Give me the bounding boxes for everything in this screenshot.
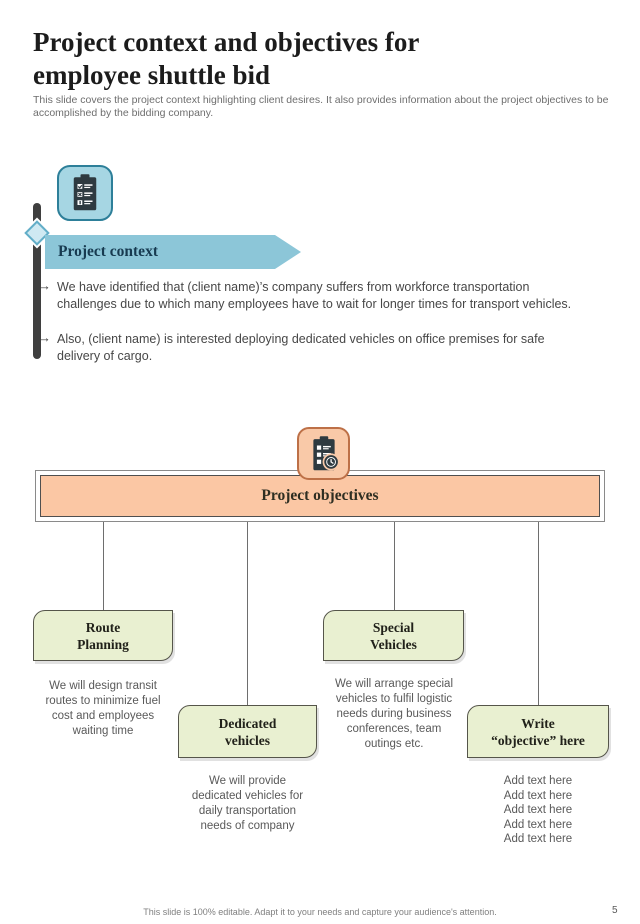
page-title: Project context and objectives for emplo… xyxy=(33,26,573,92)
objective-box-route-planning: Route Planning xyxy=(33,610,173,661)
add-text-placeholder: Add text here xyxy=(503,789,573,802)
objective-desc-dedicated-vehicles: We will provide dedicated vehicles for d… xyxy=(191,775,304,832)
page-number: 5 xyxy=(612,905,618,916)
objective-label-line: Special xyxy=(372,619,415,635)
add-text-placeholder: Add text here xyxy=(503,833,573,846)
arrow-bullet-icon: → xyxy=(38,278,51,293)
objective-desc-special-vehicles: We will arrange special vehicles to fulf… xyxy=(334,678,454,750)
arrow-bullet-icon: → xyxy=(38,330,51,345)
context-bullet-1-text: We have identified that (client name)’s … xyxy=(57,280,572,311)
timeline-bar xyxy=(33,203,41,359)
connector-line-write-objective xyxy=(538,522,539,705)
objective-label-line: Vehicles xyxy=(370,636,417,652)
add-text-placeholder: Add text here xyxy=(503,818,573,831)
context-bullet-2: → Also, (client name) is interested depl… xyxy=(38,330,588,364)
clipboard-clock-icon xyxy=(297,427,350,480)
connector-line-dedicated-vehicles xyxy=(247,522,248,705)
page-subtitle: This slide covers the project context hi… xyxy=(33,94,609,119)
connector-line-special-vehicles xyxy=(394,522,395,610)
add-text-placeholder: Add text here xyxy=(503,804,573,817)
objective-box-special-vehicles: Special Vehicles xyxy=(323,610,464,661)
objective-label-line: Dedicated xyxy=(218,715,277,731)
project-context-banner-label: Project context xyxy=(58,243,158,260)
context-bullet-2-text: Also, (client name) is interested deploy… xyxy=(57,332,545,363)
objective-box-dedicated-vehicles: Dedicated vehicles xyxy=(178,705,317,758)
context-bullet-list: → We have identified that (client name)’… xyxy=(38,278,588,383)
objective-label-line: Write xyxy=(521,715,555,731)
page-title-line-1: Project context and objectives for xyxy=(33,27,420,57)
clipboard-clock-glyph xyxy=(312,435,340,470)
checklist-clipboard-glyph xyxy=(73,174,97,211)
project-objectives-banner: Project objectives xyxy=(40,475,600,517)
checklist-clipboard-icon xyxy=(57,165,113,221)
page-title-line-2: employee shuttle bid xyxy=(33,60,271,90)
footer-note: This slide is 100% editable. Adapt it to… xyxy=(143,907,497,917)
objective-label-line: Route xyxy=(85,619,121,635)
add-text-placeholder: Add text here xyxy=(503,775,573,787)
objective-desc-route-planning: We will design transit routes to minimiz… xyxy=(45,680,161,737)
connector-line-route-planning xyxy=(103,522,104,610)
objective-desc-write-objective: Add text here Add text here Add text her… xyxy=(478,774,598,847)
objective-label-line: Planning xyxy=(77,636,129,652)
project-context-banner: Project context xyxy=(45,235,301,269)
objective-label-line: vehicles xyxy=(225,732,270,748)
context-bullet-1: → We have identified that (client name)’… xyxy=(38,278,588,312)
objective-box-write-objective: Write “objective” here xyxy=(467,705,609,758)
objective-label-line: “objective” here xyxy=(491,732,585,748)
